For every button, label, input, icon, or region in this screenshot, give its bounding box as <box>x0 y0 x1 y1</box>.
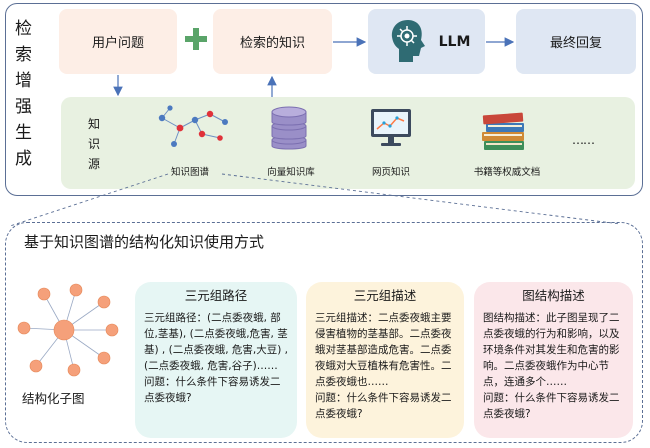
subgraph-caption: 结构化子图 <box>22 391 85 406</box>
graph-structure-card: 图结构描述 图结构描述：此子图呈现了二点委夜蛾的行为和影响，以及环境条件对其发生… <box>474 282 633 438</box>
books-stack-icon <box>482 112 524 150</box>
graph-structure-body: 图结构描述：此子图呈现了二点委夜蛾的行为和影响，以及环境条件对其发生和危害的影响… <box>483 312 620 388</box>
kg-usage-title: 基于知识图谱的结构化知识使用方式 <box>24 233 265 251</box>
more-sources-ellipsis: …… <box>572 133 595 147</box>
source-vector-db-label: 向量知识库 <box>267 167 315 178</box>
vector-database-icon <box>271 106 307 150</box>
graph-structure-title: 图结构描述 <box>522 288 585 303</box>
triple-path-question: 问题：什么条件下容易诱发二点委夜蛾? <box>144 376 281 404</box>
ai-brain-icon <box>391 19 425 62</box>
webpage-monitor-icon <box>371 109 411 146</box>
graph-structure-question: 问题：什么条件下容易诱发二点委夜蛾? <box>483 392 620 420</box>
triple-description-question: 问题：什么条件下容易诱发二点委夜蛾? <box>315 392 452 420</box>
triple-description-body: 三元组描述：二点委夜蛾主要侵害植物的茎基部。二点委夜蛾对茎基部造成危害。二点委夜… <box>315 312 452 388</box>
knowledge-graph-icon <box>158 105 228 147</box>
triple-description-title: 三元组描述 <box>353 288 417 303</box>
source-books-label: 书籍等权威文档 <box>473 167 541 178</box>
pipeline-arrows <box>113 37 515 97</box>
triple-path-card: 三元组路径 三元组路径：(二点委夜蛾, 部位,茎基), (二点委夜蛾,危害, 茎… <box>135 282 297 438</box>
retrieved-knowledge-box: 检索的知识 <box>213 9 332 74</box>
triple-description-card: 三元组描述 三元组描述：二点委夜蛾主要侵害植物的茎基部。二点委夜蛾对茎基部造成危… <box>306 282 464 438</box>
user-query-box: 用户问题 <box>59 9 177 74</box>
rag-frame <box>5 3 643 196</box>
structured-subgraph <box>17 283 119 377</box>
final-answer-box: 最终回复 <box>516 9 636 74</box>
llm-label: LLM <box>438 33 471 50</box>
rag-title: 检 索 增 强 生 成 <box>15 19 33 169</box>
plus-icon <box>185 28 207 50</box>
kg-zoom-connectors <box>9 173 621 227</box>
llm-box: LLM <box>368 9 485 74</box>
triple-path-body: 三元组路径：(二点委夜蛾, 部位,茎基), (二点委夜蛾,危害, 茎基) , (… <box>144 312 288 372</box>
knowledge-source-label: 知 识 源 <box>87 117 100 171</box>
triple-path-title: 三元组路径 <box>184 288 248 303</box>
source-kg-label: 知识图谱 <box>170 167 209 178</box>
source-web-label: 网页知识 <box>371 167 410 178</box>
knowledge-source-panel <box>61 97 635 189</box>
kg-usage-frame <box>5 222 643 443</box>
